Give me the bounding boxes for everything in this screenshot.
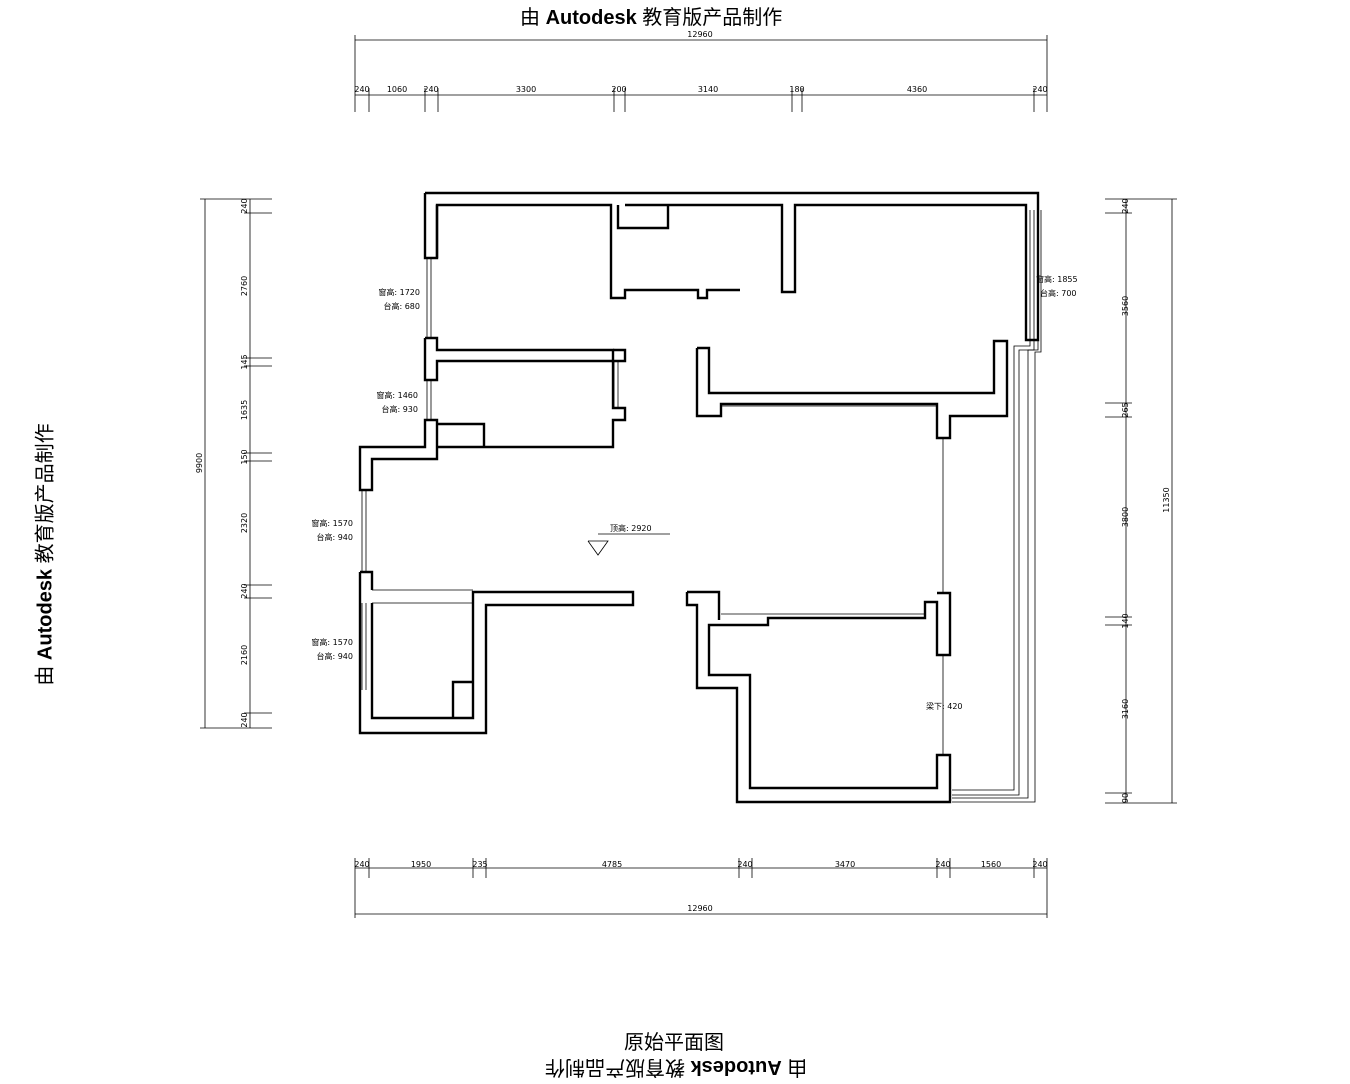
watermark-left: 由 Autodesk 教育版产品制作 (34, 423, 57, 686)
right-seg-3: 265 (1121, 402, 1130, 417)
top-seg-3: 240 (423, 85, 438, 94)
window-1-sill-height: 台高: 680 (383, 301, 420, 311)
windows (361, 210, 1042, 803)
bottom-dimension-chain: 240 1950 235 4785 240 3470 240 1560 240 … (354, 858, 1048, 918)
walls (358, 191, 1040, 804)
top-seg-7: 180 (789, 85, 804, 94)
bottom-seg-8: 1560 (981, 860, 1001, 869)
bottom-seg-4: 4785 (602, 860, 622, 869)
ceiling-height-label: 顶高: 2920 (610, 523, 652, 533)
right-total-label: 11350 (1162, 487, 1171, 512)
right-seg-5: 140 (1121, 613, 1130, 628)
window-2-sill-height: 台高: 930 (381, 404, 418, 414)
right-seg-4: 3800 (1121, 507, 1130, 527)
top-seg-8: 4360 (907, 85, 927, 94)
left-seg-3: 145 (240, 354, 249, 369)
bottom-seg-5: 240 (737, 860, 752, 869)
right-seg-6: 3160 (1121, 699, 1130, 719)
left-seg-5: 150 (240, 449, 249, 464)
right-dimension-chain: 11350 240 3560 265 3800 140 3160 90 (1105, 198, 1177, 804)
window-4-sill-height: 台高: 940 (316, 651, 353, 661)
annotations: 窗高: 1720 台高: 680 窗高: 1460 台高: 930 窗高: 15… (311, 274, 1077, 711)
window-4-head-height: 窗高: 1570 (311, 637, 353, 647)
beam-height-label: 梁下: 420 (926, 702, 963, 711)
right-seg-7: 90 (1121, 793, 1130, 803)
window-5-head-height: 窗高: 1855 (1036, 274, 1078, 284)
top-seg-2: 1060 (387, 85, 407, 94)
bottom-total-label: 12960 (687, 904, 712, 913)
window-2-head-height: 窗高: 1460 (376, 390, 418, 400)
drawing-title: 原始平面图 (624, 1030, 724, 1054)
top-seg-1: 240 (354, 85, 369, 94)
bottom-seg-9: 240 (1032, 860, 1047, 869)
bottom-seg-1: 240 (354, 860, 369, 869)
left-seg-1: 240 (240, 198, 249, 213)
top-seg-5: 200 (611, 85, 626, 94)
left-seg-9: 240 (240, 712, 249, 727)
left-seg-8: 2160 (240, 645, 249, 665)
bottom-seg-6: 3470 (835, 860, 855, 869)
bottom-seg-2: 1950 (411, 860, 431, 869)
left-seg-4: 1635 (240, 400, 249, 420)
window-1-head-height: 窗高: 1720 (378, 287, 420, 297)
bottom-seg-3: 235 (472, 860, 487, 869)
top-seg-9: 240 (1032, 85, 1047, 94)
bottom-seg-7: 240 (935, 860, 950, 869)
watermark-right: 由 Autodesk 教育版产品制作 (1347, 403, 1350, 666)
top-total-label: 12960 (687, 30, 712, 39)
right-seg-1: 240 (1121, 198, 1130, 213)
window-5-sill-height: 台高: 700 (1040, 288, 1077, 298)
left-total-label: 9900 (195, 453, 204, 473)
watermark-top: 由 Autodesk 教育版产品制作 (520, 7, 783, 29)
window-3-head-height: 窗高: 1570 (311, 518, 353, 528)
window-3-sill-height: 台高: 940 (316, 532, 353, 542)
right-seg-2: 3560 (1121, 296, 1130, 316)
left-seg-2: 2760 (240, 276, 249, 296)
top-seg-6: 3140 (698, 85, 718, 94)
left-seg-7: 240 (240, 583, 249, 598)
left-dimension-chain: 9900 240 2760 145 1635 150 2320 240 2160… (195, 198, 272, 729)
top-seg-4: 3300 (516, 85, 536, 94)
top-dimension-chain: 12960 240 1060 240 3300 200 3140 180 436… (354, 30, 1048, 112)
left-seg-6: 2320 (240, 513, 249, 533)
